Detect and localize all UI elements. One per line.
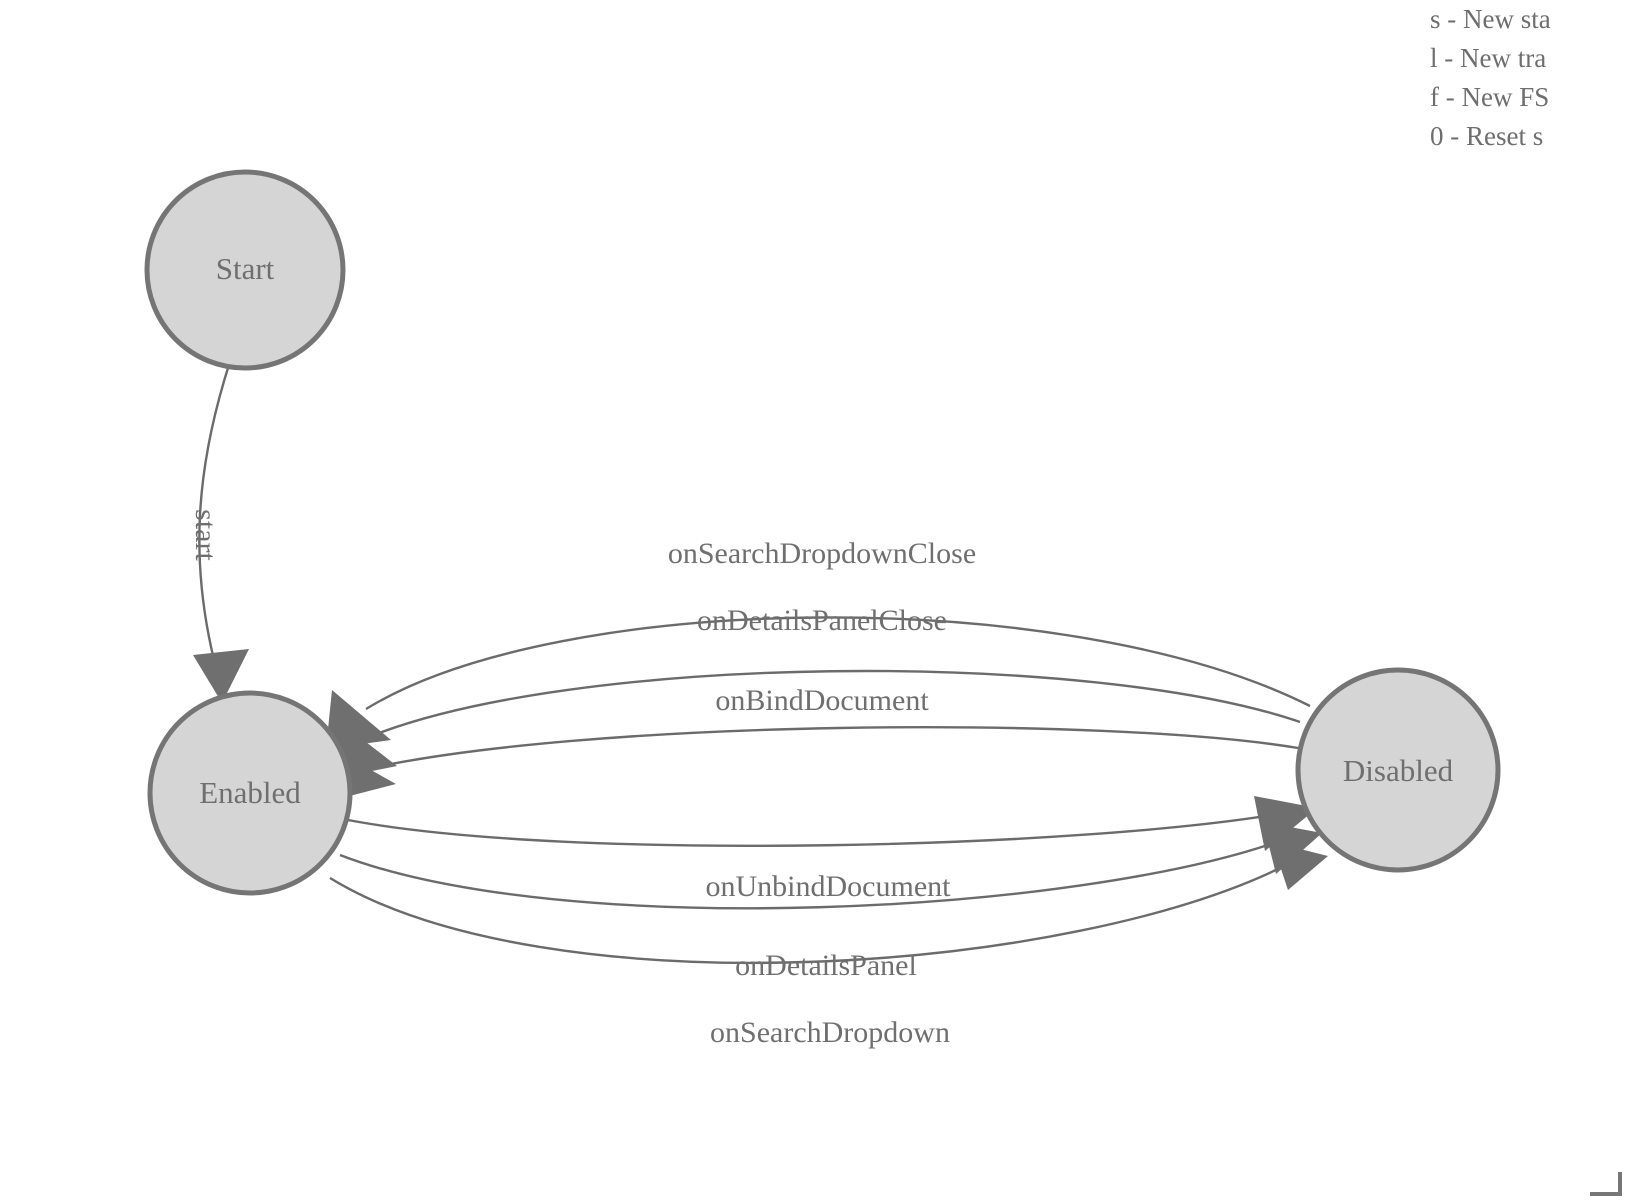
state-label-start: Start (216, 251, 275, 286)
edge-label-on-details-panel[interactable]: onDetailsPanel (735, 949, 917, 982)
node-layer[interactable]: Start Enabled Disabled (144, 169, 1501, 896)
edge-start-to-enabled[interactable] (198, 367, 230, 661)
resize-handle-icon[interactable] (1568, 1168, 1624, 1198)
edge-label-on-search-dropdown[interactable]: onSearchDropdown (710, 1016, 950, 1049)
state-node-disabled[interactable]: Disabled (1295, 667, 1501, 873)
edge-on-bind-document[interactable] (357, 726, 1299, 773)
edge-label-on-bind-document[interactable]: onBindDocument (715, 684, 929, 717)
arrowhead-on-search-dropdown (1272, 842, 1328, 890)
state-circle-enabled[interactable] (147, 690, 353, 896)
edge-on-search-dropdown[interactable] (329, 860, 1293, 965)
arrowhead-start-to-enabled (193, 649, 249, 703)
state-circle-disabled[interactable] (1295, 667, 1501, 873)
state-label-enabled: Enabled (199, 775, 301, 810)
edge-label-start[interactable]: start (189, 509, 222, 561)
edge-label-on-details-panel-close[interactable]: onDetailsPanelClose (697, 604, 947, 637)
edge-label-on-search-dropdown-close[interactable]: onSearchDropdownClose (668, 537, 976, 570)
edge-label-layer: start onSearchDropdownClose onDetailsPan… (189, 509, 976, 1049)
edge-on-unbind-document[interactable] (347, 810, 1291, 848)
edge-on-details-panel-close[interactable] (363, 669, 1301, 741)
state-node-start[interactable]: Start (144, 169, 346, 371)
edge-on-details-panel[interactable] (339, 836, 1289, 910)
state-circle-start[interactable] (144, 169, 346, 371)
state-label-disabled: Disabled (1343, 753, 1454, 788)
edge-label-on-unbind-document[interactable]: onUnbindDocument (706, 870, 952, 903)
edge-layer (198, 367, 1311, 965)
arrowhead-layer (193, 649, 1328, 890)
edge-on-search-dropdown-close[interactable] (365, 616, 1311, 711)
state-node-enabled[interactable]: Enabled (147, 690, 353, 896)
